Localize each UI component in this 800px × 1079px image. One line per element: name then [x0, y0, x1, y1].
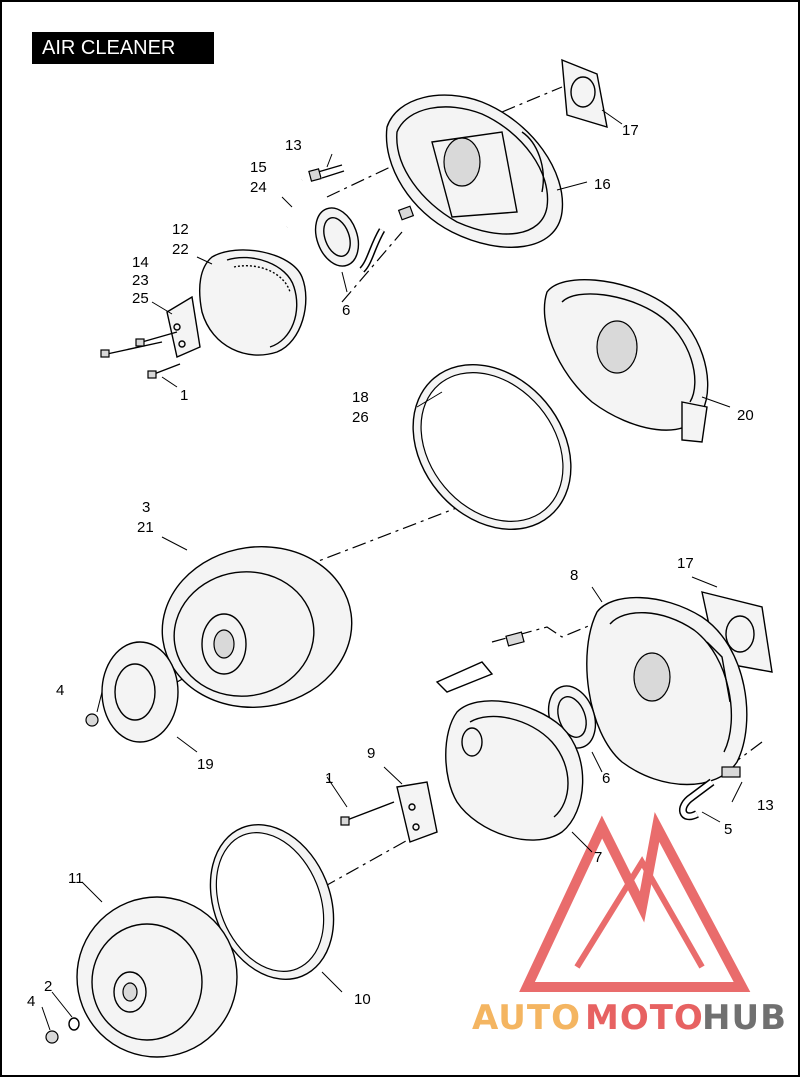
callout-11: 11: [68, 870, 84, 887]
callout-13: 13: [285, 137, 302, 154]
callout-20: 20: [737, 407, 754, 424]
bracket-9: [396, 781, 438, 843]
callout-13-bottom: 13: [757, 797, 774, 814]
callout-4-bottom: 4: [27, 993, 35, 1010]
callout-14: 14: [132, 254, 149, 271]
callout-21: 21: [137, 519, 154, 536]
filter-element-7: [445, 700, 584, 841]
callout-15: 15: [250, 159, 267, 176]
callout-19: 19: [197, 756, 214, 773]
bracket-14: [166, 295, 201, 358]
callout-3: 3: [142, 499, 150, 516]
breather-bolt-13-bottom: [721, 766, 741, 778]
centerline-hose: [341, 231, 403, 303]
automotohub-watermark-logo: [519, 812, 751, 992]
washer-2: [68, 1017, 80, 1031]
callout-1-bottom: 1: [325, 770, 333, 787]
diagram-title: AIR CLEANER: [32, 32, 214, 64]
seal-ring-10: [209, 824, 335, 980]
callout-17: 17: [622, 122, 639, 139]
gasket-6-top: [314, 207, 360, 267]
breather-bolt-13-top: [308, 164, 345, 182]
gasket-17-top: [561, 58, 608, 129]
callout-7: 7: [594, 849, 602, 866]
screws-1-top: [100, 331, 181, 379]
cover-11: [76, 896, 238, 1058]
callout-26: 26: [352, 409, 369, 426]
callout-23: 23: [132, 272, 149, 289]
callout-1: 1: [180, 387, 188, 404]
backplate-16: [385, 94, 564, 248]
callout-17-bottom: 17: [677, 555, 694, 572]
callout-25: 25: [132, 290, 149, 307]
screw-4-bottom: [45, 1030, 59, 1044]
callout-2: 2: [44, 978, 52, 995]
callout-12: 12: [172, 221, 189, 238]
watermark-text-moto: MOTO: [585, 998, 704, 1038]
callout-24: 24: [250, 179, 267, 196]
callout-10: 10: [354, 991, 371, 1008]
callout-9: 9: [367, 745, 375, 762]
breather-fitting: [435, 631, 525, 693]
breather-hose-5: [679, 778, 715, 821]
callout-5: 5: [724, 821, 732, 838]
housing-20: [543, 278, 709, 443]
breather-hose-top-right: [359, 205, 415, 273]
callout-8: 8: [570, 567, 578, 584]
breather-hose-15: [285, 178, 304, 228]
trim-plate-19: [101, 641, 179, 743]
screw-4-mid: [85, 713, 99, 727]
screw-1-bottom: [340, 801, 395, 826]
filter-element-12: [199, 249, 307, 356]
callout-16: 16: [594, 176, 611, 193]
backplate-8: [586, 596, 748, 786]
callout-22: 22: [172, 241, 189, 258]
watermark-text-hub: HUB: [702, 998, 787, 1038]
callout-6-bottom: 6: [602, 770, 610, 787]
callout-6: 6: [342, 302, 350, 319]
seal-ring-18: [412, 363, 572, 531]
cover-3: [161, 545, 353, 709]
watermark-text-auto: AUTO: [472, 998, 581, 1038]
callout-18: 18: [352, 389, 369, 406]
callout-4: 4: [56, 682, 64, 699]
